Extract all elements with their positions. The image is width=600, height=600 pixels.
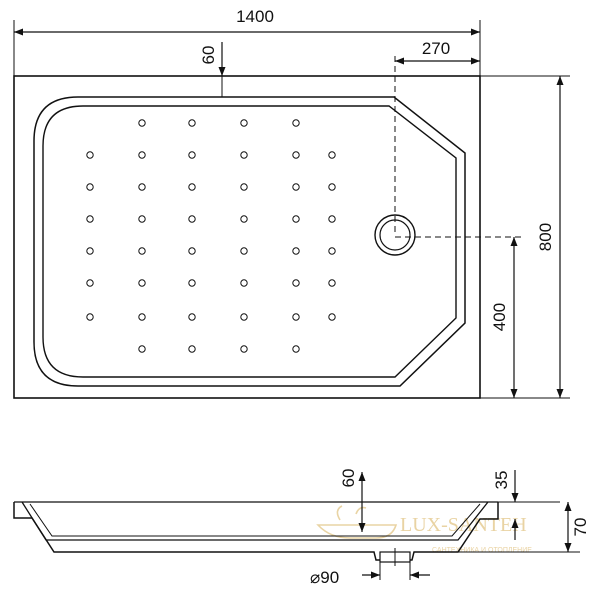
anti-slip-dot	[139, 184, 145, 190]
anti-slip-dot	[241, 216, 247, 222]
watermark-tagline: САНТЕХНИКА И ОТОПЛЕНИЕ	[432, 547, 532, 554]
anti-slip-dot	[189, 346, 195, 352]
anti-slip-dot	[293, 184, 299, 190]
anti-slip-dot	[139, 314, 145, 320]
top-view: 1400 60 270 800 400	[14, 7, 570, 398]
anti-slip-dot	[329, 216, 335, 222]
anti-slip-dot	[139, 216, 145, 222]
anti-slip-dot	[189, 314, 195, 320]
drain-diameter-label: ⌀90	[310, 568, 339, 587]
rim-height-label: 35	[492, 471, 511, 490]
anti-slip-dot	[329, 314, 335, 320]
anti-slip-dot	[329, 280, 335, 286]
anti-slip-dot	[293, 152, 299, 158]
watermark-bathtub-icon	[318, 506, 396, 538]
anti-slip-dot	[189, 216, 195, 222]
anti-slip-dot	[87, 184, 93, 190]
anti-slip-dot	[241, 280, 247, 286]
offset-label: 60	[199, 46, 218, 65]
anti-slip-dot	[329, 184, 335, 190]
anti-slip-dot	[293, 314, 299, 320]
inner-depth-label: 60	[339, 469, 358, 488]
anti-slip-dot	[241, 346, 247, 352]
anti-slip-dot	[87, 248, 93, 254]
anti-slip-dot	[87, 152, 93, 158]
anti-slip-dot	[139, 152, 145, 158]
anti-slip-dot	[189, 184, 195, 190]
anti-slip-dot	[293, 248, 299, 254]
anti-slip-dot-pattern	[87, 120, 335, 352]
anti-slip-dot	[189, 120, 195, 126]
anti-slip-dot	[293, 346, 299, 352]
anti-slip-dot	[139, 280, 145, 286]
anti-slip-dot	[241, 152, 247, 158]
anti-slip-dot	[241, 120, 247, 126]
anti-slip-dot	[241, 314, 247, 320]
anti-slip-dot	[329, 152, 335, 158]
total-height-label: 70	[571, 518, 590, 537]
anti-slip-dot	[293, 120, 299, 126]
anti-slip-dot	[189, 248, 195, 254]
anti-slip-dot	[189, 152, 195, 158]
anti-slip-dot	[87, 280, 93, 286]
drain-offset-x-label: 270	[422, 39, 450, 58]
anti-slip-dot	[189, 280, 195, 286]
anti-slip-dot	[139, 120, 145, 126]
width-label: 1400	[236, 7, 274, 26]
anti-slip-dot	[139, 248, 145, 254]
anti-slip-dot	[87, 314, 93, 320]
watermark: LUX-SANTEH САНТЕХНИКА И ОТОПЛЕНИЕ	[318, 506, 532, 554]
anti-slip-dot	[87, 216, 93, 222]
anti-slip-dot	[139, 346, 145, 352]
anti-slip-dot	[293, 280, 299, 286]
anti-slip-dot	[241, 184, 247, 190]
anti-slip-dot	[329, 248, 335, 254]
anti-slip-dot	[241, 248, 247, 254]
drain-offset-y-label: 400	[490, 303, 509, 331]
depth-label: 800	[536, 223, 555, 251]
anti-slip-dot	[293, 216, 299, 222]
